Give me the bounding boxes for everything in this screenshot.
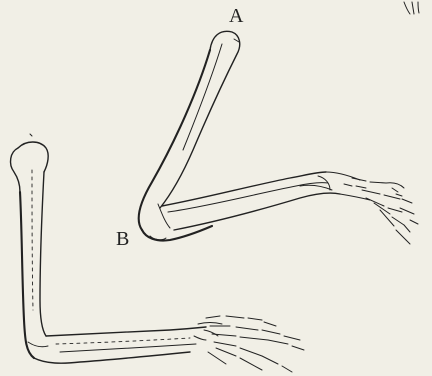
corner-fragment — [404, 2, 419, 14]
humerus-straight-back-edge — [20, 192, 34, 358]
humerus-straight-front-edge — [40, 172, 46, 336]
forearm-straight-upper — [46, 327, 206, 336]
hand-bent — [326, 172, 418, 244]
upper-limb-bent — [139, 31, 418, 244]
humerus-straight-head — [11, 148, 20, 192]
humerus-straight-head-top — [18, 142, 48, 172]
elbow-straight — [34, 352, 190, 363]
lower-limb-straight — [11, 134, 304, 372]
forearm-bent-upper — [162, 172, 326, 206]
label-b: B — [116, 229, 129, 249]
hand-straight — [194, 316, 304, 372]
label-a: A — [229, 6, 243, 26]
humerus-bent-head — [160, 31, 240, 208]
